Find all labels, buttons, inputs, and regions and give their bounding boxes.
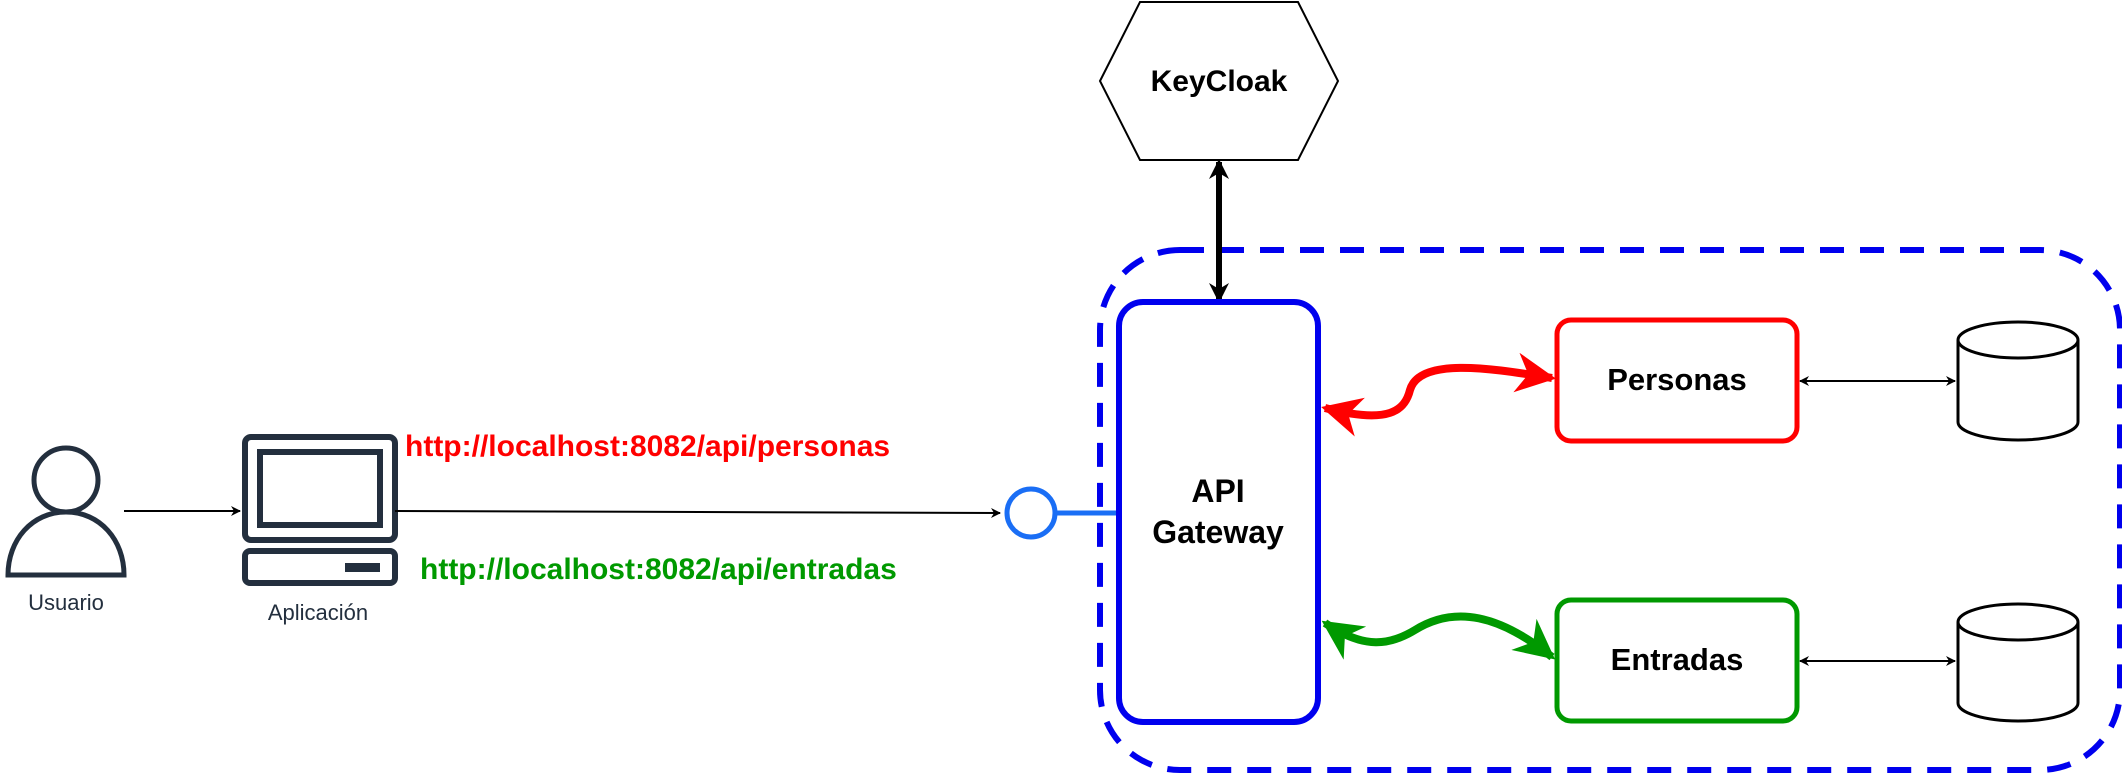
gateway-endpoint-icon <box>1004 486 1058 540</box>
app-to-gateway-arrow <box>394 507 1001 518</box>
entradas-label: Entradas <box>1611 642 1744 677</box>
api-gateway-node <box>1116 299 1321 725</box>
gateway-personas-arrow <box>1321 352 1556 437</box>
app-label: Aplicación <box>268 600 368 625</box>
entradas-service-node <box>1554 597 1800 724</box>
personas-service-node <box>1554 317 1800 444</box>
entradas-url: http://localhost:8082/api/entradas <box>420 553 897 586</box>
keycloak-label: KeyCloak <box>1151 65 1288 98</box>
keycloak-node <box>1098 1 1340 161</box>
personas-url: http://localhost:8082/api/personas <box>405 430 890 463</box>
user-icon <box>5 445 127 578</box>
entradas-database-icon <box>1956 602 2080 723</box>
personas-label: Personas <box>1607 362 1747 397</box>
computer-icon <box>242 434 398 586</box>
user-label: Usuario <box>28 590 104 615</box>
service-boundary <box>1097 247 2122 773</box>
gateway-label-line2: Gateway <box>1152 514 1284 550</box>
gateway-label-line1: API <box>1191 473 1244 509</box>
personas-database-icon <box>1956 320 2080 442</box>
gateway-entradas-arrow <box>1321 612 1556 661</box>
